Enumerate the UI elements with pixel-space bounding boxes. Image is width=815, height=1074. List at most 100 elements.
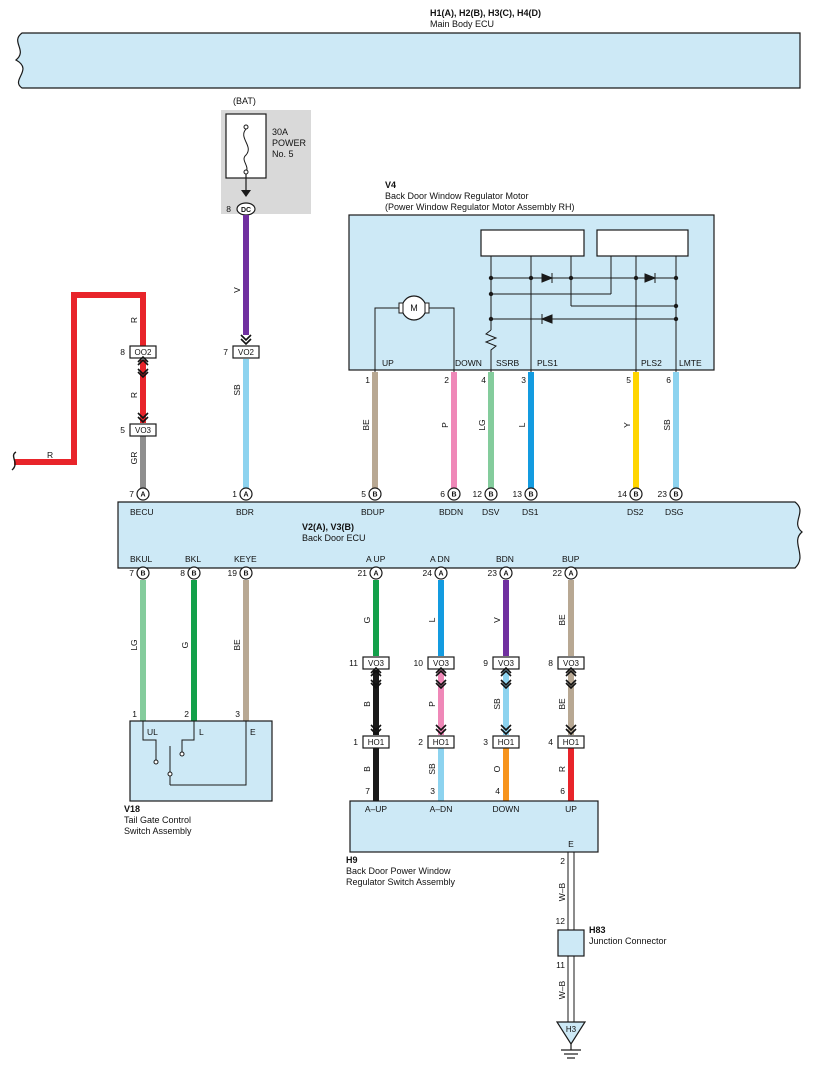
ecu-term-ds2: DS2	[627, 507, 644, 517]
ecu-term-dsg: DSG	[665, 507, 683, 517]
motor-label: M	[410, 303, 418, 313]
fuse-holder	[225, 113, 267, 179]
ecu-pin-conn: A	[373, 571, 378, 578]
v4-name: Back Door Window Regulator Motor	[385, 191, 529, 201]
wire-r-left	[14, 292, 146, 465]
ground-point: H3	[555, 1021, 587, 1059]
fuse-terminal-bottom	[243, 169, 249, 175]
main-body-ecu: H1(A), H2(B), H3(C), H4(D) Main Body ECU	[14, 8, 801, 89]
pin-number: 6	[560, 786, 565, 796]
v4-term-pls2: PLS2	[641, 358, 662, 368]
ecu-pin-conn: B	[673, 492, 678, 499]
wire-label: GR	[129, 452, 139, 465]
connector-pin: 5	[120, 425, 125, 435]
wire-label: R	[129, 317, 139, 323]
v4-term-lmte: LMTE	[679, 358, 702, 368]
wire-label: BE	[557, 614, 567, 626]
v4-term-down: DOWN	[455, 358, 482, 368]
wire-labels: R R R GR V SB BE P LG L Y SB LG G BE G L…	[47, 287, 672, 999]
v18-term-e: E	[250, 727, 256, 737]
ecu-pin-conn: B	[488, 492, 493, 499]
ecu-pin-conn: A	[140, 492, 145, 499]
connector-pin: 10	[414, 658, 424, 668]
ecu-pin-conn: B	[451, 492, 456, 499]
connector-vo3	[129, 423, 157, 437]
connector-code: VO3	[498, 659, 515, 668]
bat-label: (BAT)	[233, 96, 256, 106]
connector-ho1	[557, 735, 585, 749]
pin-number: 4	[481, 375, 486, 385]
v18-switch-assembly: UL L E V18 Tail Gate Control Switch Asse…	[124, 720, 273, 836]
wire-label: LG	[129, 639, 139, 650]
v4-term-pls1: PLS1	[537, 358, 558, 368]
wire-label: P	[440, 422, 450, 428]
fuse-icon	[243, 128, 249, 173]
connector-pin: 1	[353, 737, 358, 747]
ecu-pin-number: 19	[228, 568, 238, 578]
h9-box	[349, 800, 599, 853]
ecu-pin-number: 13	[513, 489, 523, 499]
main-body-ecu-box	[14, 32, 801, 89]
pin-number: 2	[444, 375, 449, 385]
v18-box	[129, 720, 273, 802]
h9-term-a-up: A–UP	[365, 804, 388, 814]
bat-pin: 8	[226, 204, 231, 214]
wire-label: SB	[662, 419, 672, 431]
pin-number: 1	[132, 709, 137, 719]
v4-term-up: UP	[382, 358, 394, 368]
ecu-pin-number: 5	[361, 489, 366, 499]
h9-name2: Regulator Switch Assembly	[346, 877, 456, 887]
connector-code: HO1	[563, 738, 580, 747]
ecu-pin-number: 7	[129, 568, 134, 578]
connector-code: VO3	[368, 659, 385, 668]
wire-label: L	[517, 422, 527, 427]
pin-number: 11	[556, 960, 565, 970]
pulse-sensor-2	[596, 229, 689, 257]
ecu-pin-number: 6	[440, 489, 445, 499]
pin-number: 12	[556, 916, 566, 926]
wire-label: B	[362, 701, 372, 707]
ecu-term-bdr: BDR	[236, 507, 254, 517]
ecu-term-bdn: BDN	[496, 554, 514, 564]
wire-label: O	[492, 765, 502, 772]
ecu-pin-conn: B	[528, 492, 533, 499]
back-door-ecu-name: Back Door ECU	[302, 533, 366, 543]
v4-term-ssrb: SSRB	[496, 358, 519, 368]
wire-label: V	[492, 617, 502, 623]
wire-label: G	[362, 617, 372, 624]
wire-label: P	[427, 701, 437, 707]
wire-label: SB	[492, 698, 502, 710]
ecu-pin-badge: 21 A	[358, 566, 383, 580]
h9-term-a-dn: A–DN	[430, 804, 453, 814]
ground-label: H3	[566, 1025, 577, 1034]
v18-term-ul: UL	[147, 727, 158, 737]
ecu-pin-conn: A	[438, 571, 443, 578]
wire-label: BE	[361, 419, 371, 431]
ecu-pin-conn: B	[191, 571, 196, 578]
wire-label: B	[362, 766, 372, 772]
v4-code: V4	[385, 180, 396, 190]
connector-ho1	[427, 735, 455, 749]
connector-pin: 3	[483, 737, 488, 747]
v18-code: V18	[124, 804, 140, 814]
pin-number: 2	[560, 856, 565, 866]
ecu-pin-conn: A	[503, 571, 508, 578]
connector-code: VO3	[433, 659, 450, 668]
h83-box	[557, 929, 585, 957]
connector-ho1	[492, 735, 520, 749]
pin-number: 7	[365, 786, 370, 796]
ecu-pin-number: 24	[423, 568, 433, 578]
bat-connector: DC	[241, 207, 251, 214]
connector-code: HO1	[368, 738, 385, 747]
ecu-pin-number: 21	[358, 568, 368, 578]
connector-chevron-icon	[240, 334, 252, 345]
ecu-term-bkul: BKUL	[130, 554, 152, 564]
